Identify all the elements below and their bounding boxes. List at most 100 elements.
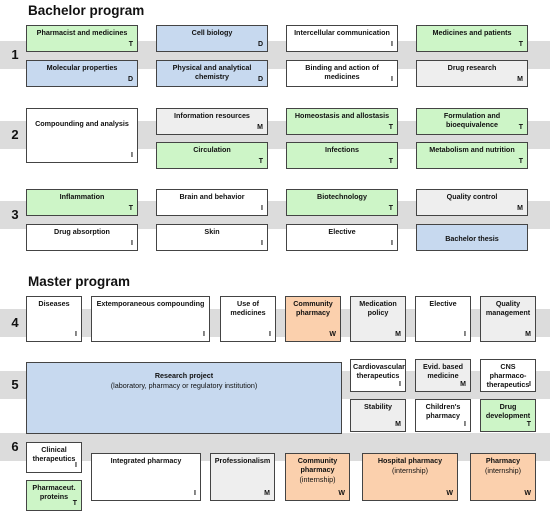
course-title: Evid. based medicine bbox=[423, 362, 463, 380]
course-code: D bbox=[257, 41, 263, 49]
course-code: I bbox=[131, 240, 133, 248]
year-3-label: 3 bbox=[11, 207, 19, 222]
course-code: T bbox=[388, 124, 393, 132]
course-title: Stability bbox=[364, 402, 392, 411]
course-code: T bbox=[72, 500, 77, 508]
course-code: I bbox=[464, 421, 466, 429]
course-title: Hospital pharmacy bbox=[377, 456, 443, 465]
year-6-band bbox=[0, 433, 550, 461]
course-code: I bbox=[131, 152, 133, 160]
course-title: Professionalism bbox=[214, 456, 271, 465]
course-code: D bbox=[257, 76, 263, 84]
course-code: M bbox=[517, 76, 523, 84]
course-code: T bbox=[526, 421, 531, 429]
course-title: Intercellular communication bbox=[294, 28, 390, 37]
course-title: Diseases bbox=[38, 299, 70, 308]
year-5-label: 5 bbox=[11, 377, 19, 392]
year-1-label: 1 bbox=[11, 47, 19, 62]
course-code: I bbox=[203, 331, 205, 339]
course-title: Pharmacist and medicines bbox=[36, 28, 128, 37]
course-community-pharmacy-internship: Community pharmacy(internship)W bbox=[285, 453, 350, 501]
course-title: Medication policy bbox=[359, 299, 397, 317]
course-code: M bbox=[264, 490, 270, 498]
course-code: I bbox=[391, 41, 393, 49]
course-title: Compounding and analysis bbox=[35, 119, 129, 128]
course-code: T bbox=[518, 41, 523, 49]
course-code: T bbox=[388, 158, 393, 166]
course-code: T bbox=[128, 41, 133, 49]
course-title: Drug absorption bbox=[54, 227, 110, 236]
course-title: Bachelor thesis bbox=[445, 234, 499, 243]
course-code: I bbox=[269, 331, 271, 339]
course-title: Clinical therapeutics bbox=[32, 445, 76, 463]
course-title: Brain and behavior bbox=[179, 192, 245, 201]
course-title: Drug development bbox=[485, 402, 531, 420]
course-title: Use of medicines bbox=[230, 299, 266, 317]
course-title: Information resources bbox=[174, 111, 250, 120]
course-title: Pharmacy bbox=[485, 456, 521, 465]
course-code: M bbox=[257, 124, 263, 132]
course-title: Circulation bbox=[193, 145, 231, 154]
course-code: I bbox=[529, 381, 531, 389]
course-title: Metabolism and nutrition bbox=[429, 145, 515, 154]
year-2-label: 2 bbox=[11, 127, 19, 142]
course-title: Infections bbox=[325, 145, 359, 154]
course-title: Binding and action of medicines bbox=[305, 63, 379, 81]
course-code: D bbox=[127, 76, 133, 84]
course-subtitle: (internship) bbox=[485, 466, 521, 475]
year-4-label: 4 bbox=[11, 315, 19, 330]
course-code: I bbox=[391, 240, 393, 248]
course-title: Inflammation bbox=[59, 192, 105, 201]
course-title: Drug research bbox=[447, 63, 497, 72]
course-subtitle: (laboratory, pharmacy or regulatory inst… bbox=[110, 381, 258, 390]
course-code: I bbox=[464, 331, 466, 339]
course-title: Children's pharmacy bbox=[425, 402, 461, 420]
bachelor-heading: Bachelor program bbox=[28, 3, 145, 18]
course-title: CNS pharmaco-therapeutics bbox=[486, 362, 530, 389]
course-title: Extemporaneous compounding bbox=[96, 299, 205, 308]
course-title: Cell biology bbox=[191, 28, 233, 37]
course-title: Integrated pharmacy bbox=[110, 456, 182, 465]
course-title: Molecular properties bbox=[46, 63, 118, 72]
year-6-label: 6 bbox=[11, 439, 19, 454]
course-code: M bbox=[460, 381, 466, 389]
course-code: W bbox=[338, 490, 345, 498]
course-title: Homeostasis and allostasis bbox=[294, 111, 390, 120]
course-title: Skin bbox=[204, 227, 220, 236]
course-title: Physical and analytical chemistry bbox=[172, 63, 252, 81]
course-code: I bbox=[261, 205, 263, 213]
master-heading: Master program bbox=[28, 274, 131, 289]
course-code: M bbox=[525, 331, 531, 339]
course-code: W bbox=[524, 490, 531, 498]
course-pharmacy-internship: Pharmacy(internship) W bbox=[470, 453, 536, 501]
course-title: Community pharmacy bbox=[297, 456, 338, 474]
course-bachelor-thesis: Bachelor thesis bbox=[416, 224, 528, 251]
course-subtitle: (internship) bbox=[299, 475, 336, 484]
course-code: I bbox=[75, 331, 77, 339]
course-code: I bbox=[391, 76, 393, 84]
course-code: I bbox=[261, 240, 263, 248]
